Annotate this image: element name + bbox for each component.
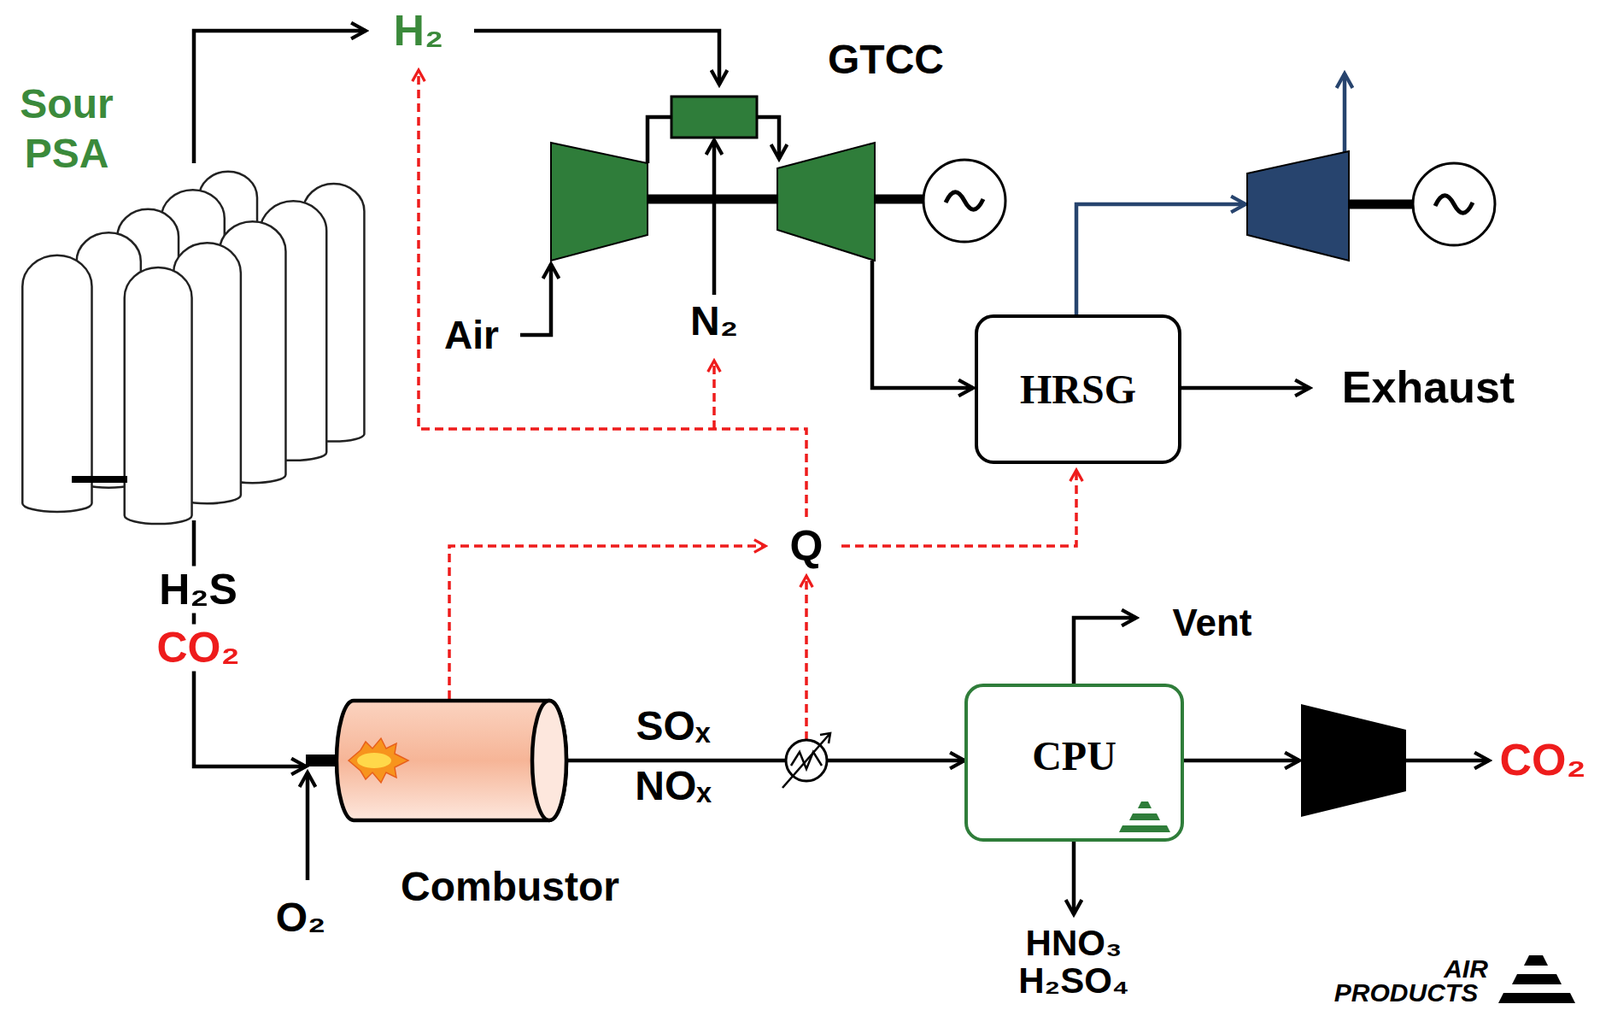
stream-label: N₂ [687,298,741,345]
stream-label: NOₓ [632,763,715,809]
stream-label: CO₂ [153,624,242,672]
stream-label: O₂ [273,895,329,941]
product-label: CO₂ [1496,735,1589,785]
pipe [71,475,128,483]
combustor: Combustor [305,698,567,822]
node-text: Combustor [400,862,620,910]
logo-mark [1498,955,1576,1003]
steam-turbine [1247,151,1495,261]
cpu-box: CPU [964,683,1184,842]
stream-label: SOₓ [633,703,714,750]
logo-mark [1119,801,1171,833]
unit-label: GTCC [825,37,947,83]
psa-vessels: Sour PSA [20,163,368,521]
product-label: H₂SO₄ [1015,961,1132,1001]
node-text: CPU [1031,732,1117,780]
stream-label: Vent [1170,602,1255,644]
psa-vessel [22,255,92,512]
stream-label: Exhaust [1339,363,1518,412]
logo-text: PRODUCTS [1331,978,1481,1007]
node-text: Sour PSA [0,79,134,178]
flow-connector [566,758,965,763]
process-lines [193,30,1489,915]
psa-vessels [22,171,364,524]
psa-vessel [124,267,193,524]
stream-label: H₂S [156,566,241,614]
co2-compressor [1301,703,1407,817]
heat-label: Q [787,522,827,570]
gas-label: H₂ [391,7,446,55]
gas-turbine [550,96,1006,261]
node-text: HRSG [1019,365,1137,413]
heat-exchanger [782,732,831,788]
combustor-cylinder [305,698,567,822]
product-label: HNO₃ [1023,923,1126,963]
stream-label: Air [441,313,502,358]
hrsg-box: HRSG [974,314,1182,464]
